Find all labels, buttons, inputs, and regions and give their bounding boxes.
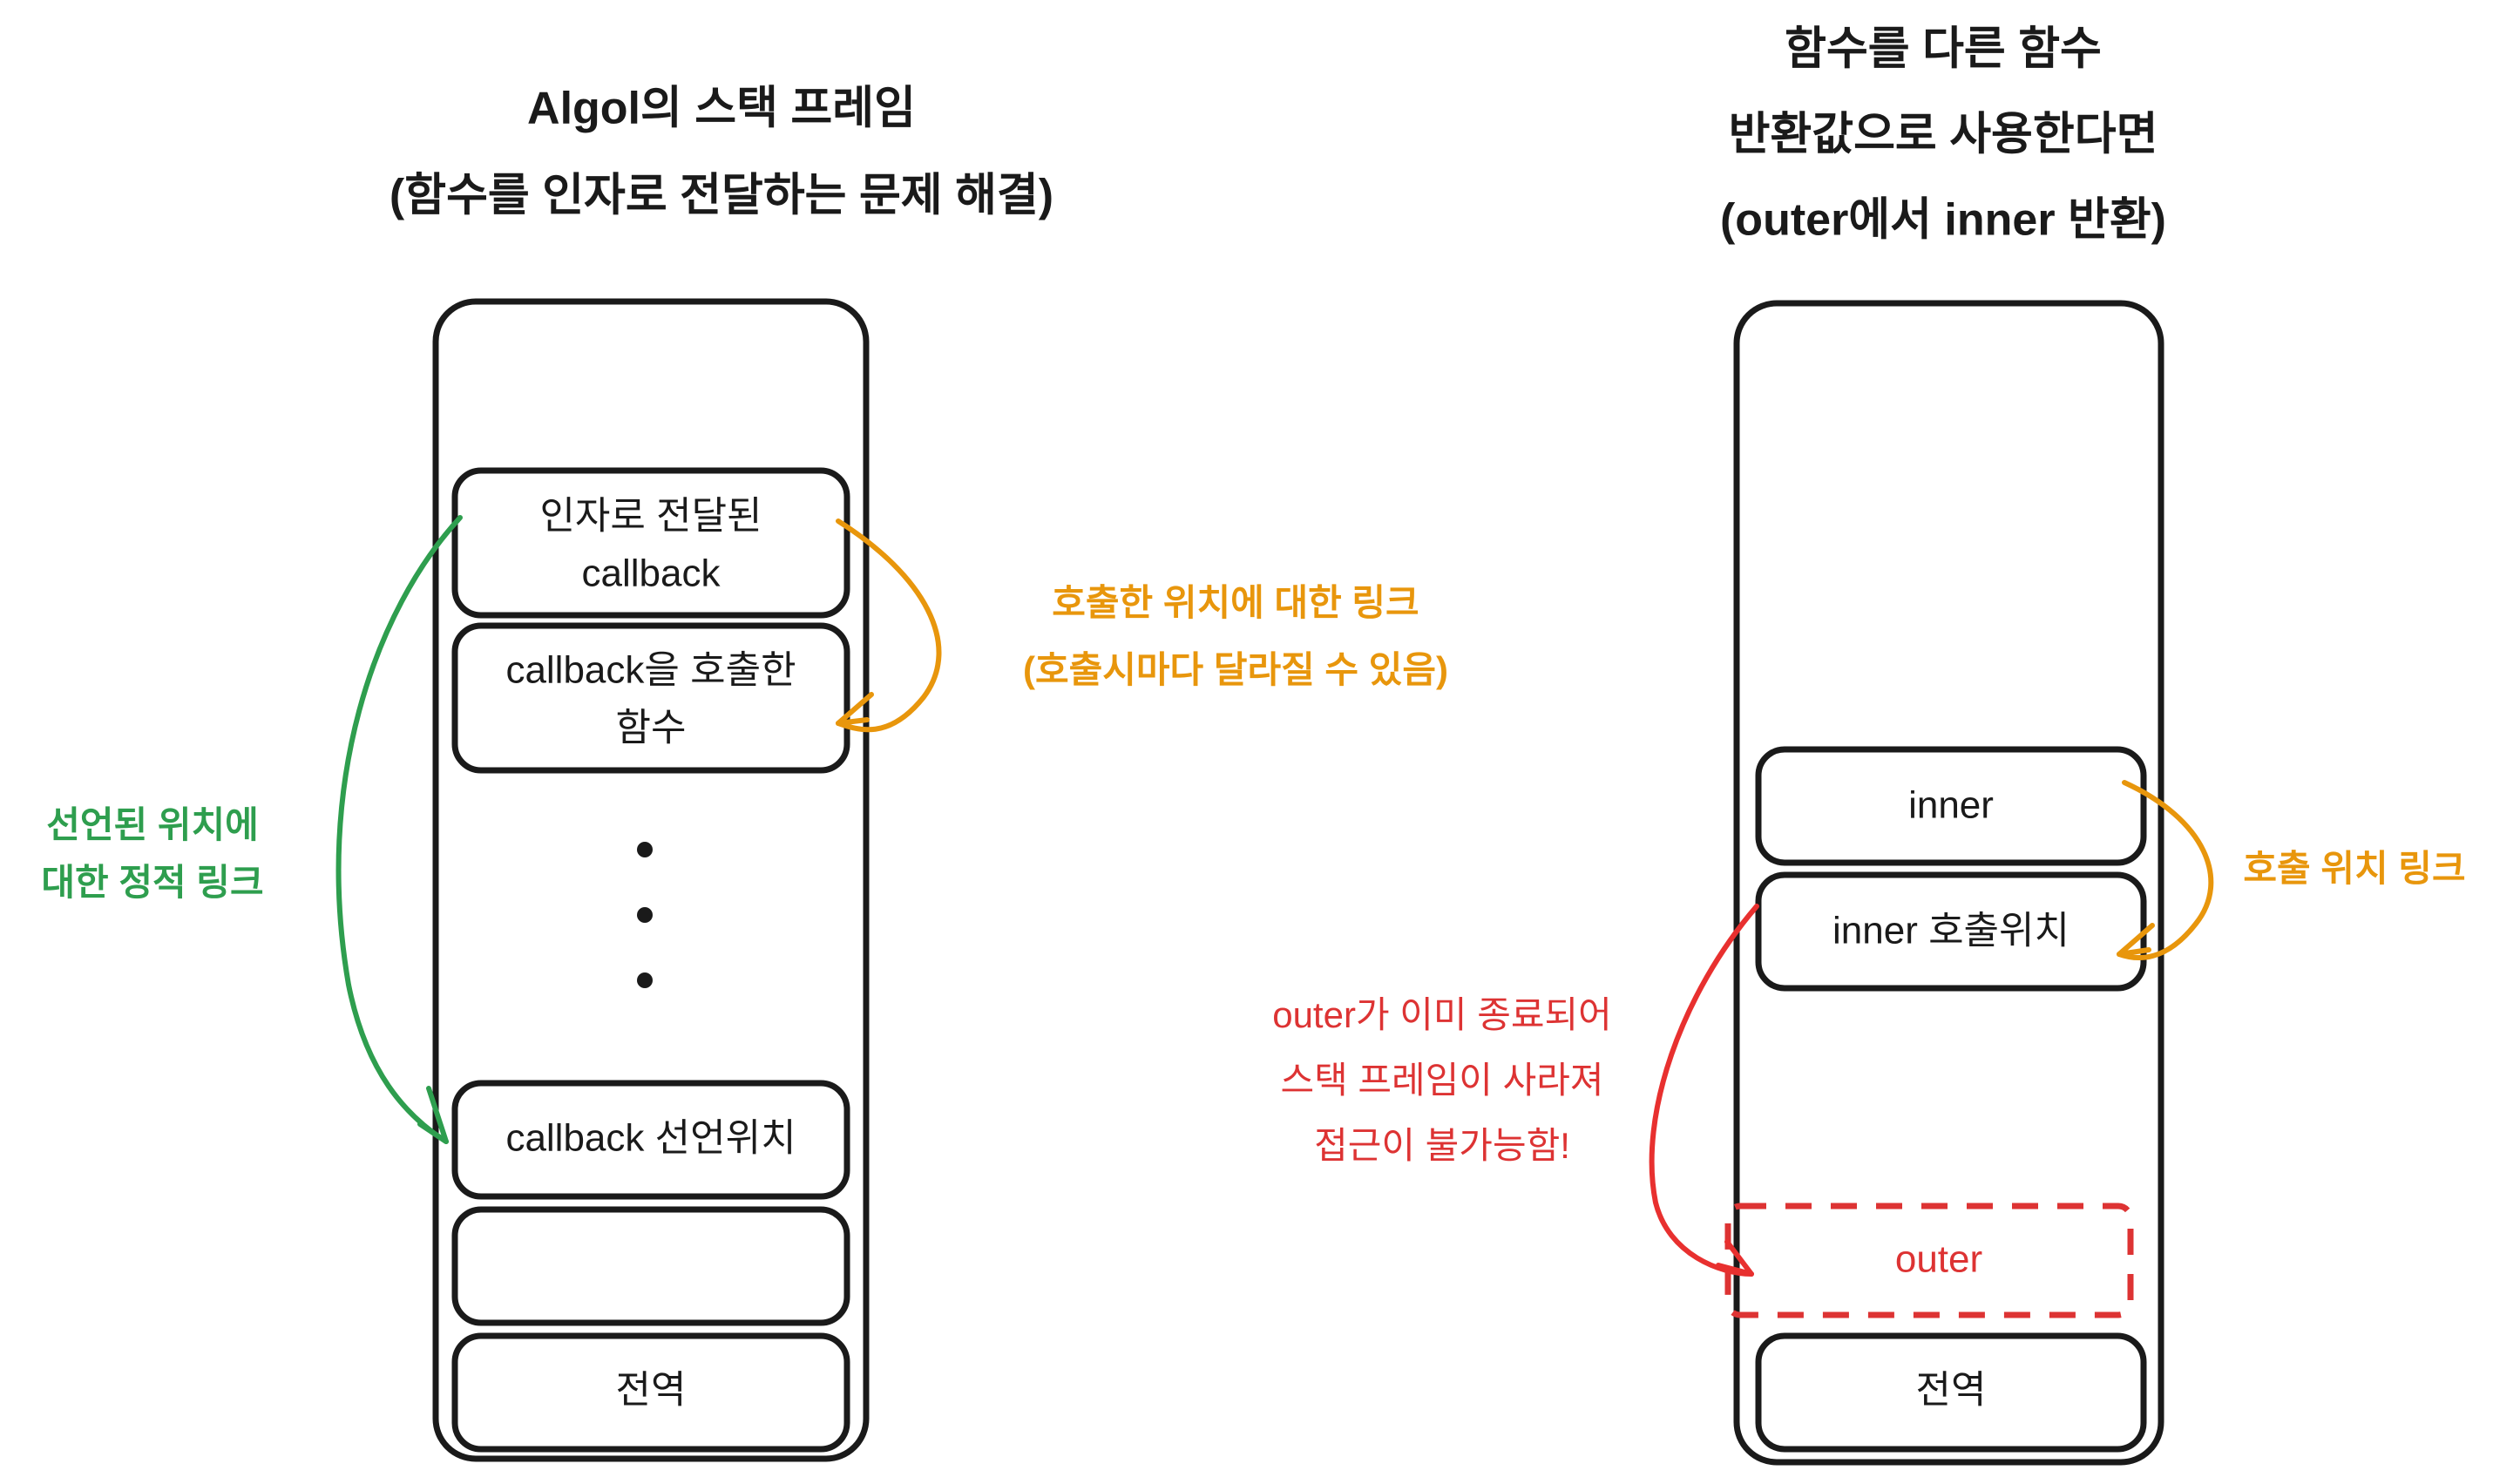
right-slot-outer-box bbox=[1724, 1203, 2134, 1318]
right-slot-global-label: 전역 bbox=[1916, 1369, 1987, 1412]
dangling-reference-annotation-line1: outer가 이미 종료되어 bbox=[1272, 994, 1612, 1035]
left-slot-callback-arg-box bbox=[451, 467, 850, 619]
left-panel-title-line2: (함수를 인자로 전달하는 문제 해결) bbox=[390, 171, 1053, 221]
left-slot-global-label: 전역 bbox=[616, 1369, 687, 1412]
static-link-annotation-line2: 대한 정적 링크 bbox=[41, 862, 263, 903]
left-slot-caller-function-label-line1: callback을 호출한 bbox=[505, 649, 796, 692]
left-slot-caller-function-label-line2: 함수 bbox=[616, 707, 687, 749]
right-panel-title-line3: (outer에서 inner 반환) bbox=[1720, 195, 2166, 246]
dangling-reference-annotation-line3: 접근이 불가능함! bbox=[1314, 1125, 1570, 1166]
dangling-reference-annotation-line2: 스택 프레임이 사라져 bbox=[1280, 1060, 1603, 1101]
left-stack-frame-outline bbox=[432, 298, 870, 1462]
right-slot-inner: inner bbox=[1755, 746, 2147, 866]
left-slot-empty bbox=[451, 1206, 850, 1326]
right-call-site-link-annotation: 호출 위치 링크 bbox=[2243, 848, 2465, 889]
right-panel: 함수를 다른 함수 반환값으로 사용한다면 (outer에서 inner 반환)… bbox=[1272, 24, 2466, 1466]
static-link-arrow-green bbox=[335, 515, 463, 1144]
right-slot-outer: outer bbox=[1724, 1203, 2134, 1318]
left-slot-callback-arg: 인자로 전달된 callback bbox=[451, 467, 850, 619]
left-slot-callback-arg-label-line1: 인자로 전달된 bbox=[539, 495, 762, 538]
right-slot-global: 전역 bbox=[1755, 1332, 2147, 1453]
left-slot-callback-declaration: callback 선언위치 bbox=[451, 1080, 850, 1200]
left-slot-global-box bbox=[451, 1332, 850, 1453]
left-stack-ellipsis-dot-3 bbox=[637, 972, 653, 988]
left-panel: Algol의 스택 프레임 (함수를 인자로 전달하는 문제 해결) 인자로 전… bbox=[41, 84, 1448, 1462]
right-call-site-link-arrow-orange bbox=[2117, 780, 2214, 960]
left-slot-empty-box bbox=[451, 1206, 850, 1326]
call-site-link-annotation-orange: 호출한 위치에 대한 링크 (호출시마다 달라질 수 있음) bbox=[1023, 582, 1448, 690]
dangling-reference-annotation-red: outer가 이미 종료되어 스택 프레임이 사라져 접근이 불가능함! bbox=[1272, 994, 1612, 1166]
left-panel-title-line1: Algol의 스택 프레임 bbox=[527, 84, 916, 134]
right-stack-frame-outline bbox=[1733, 300, 2164, 1466]
right-slot-inner-label: inner bbox=[1908, 784, 1994, 827]
left-slot-callback-declaration-label: callback 선언위치 bbox=[505, 1117, 796, 1160]
left-stack-ellipsis-dot-1 bbox=[637, 842, 653, 857]
left-slot-caller-function-box bbox=[451, 622, 850, 774]
right-slot-inner-box bbox=[1755, 746, 2147, 866]
dangling-reference-arrow-red bbox=[1649, 904, 1759, 1277]
call-site-link-annotation-line1: 호출한 위치에 대한 링크 bbox=[1052, 582, 1419, 623]
right-panel-title-line1: 함수를 다른 함수 bbox=[1785, 24, 2102, 75]
right-slot-global-box bbox=[1755, 1332, 2147, 1453]
call-site-link-arrow-orange bbox=[836, 518, 942, 733]
static-link-annotation-line1: 선언된 위치에 bbox=[46, 804, 259, 845]
right-panel-title-line2: 반환값으로 사용한다면 bbox=[1729, 110, 2158, 160]
right-slot-outer-label: outer bbox=[1895, 1238, 1982, 1281]
left-stack-ellipsis-dot-2 bbox=[637, 907, 653, 923]
left-stack-ellipsis bbox=[637, 842, 653, 988]
right-slot-inner-callsite-label: inner 호출위치 bbox=[1832, 910, 2070, 952]
left-slot-global: 전역 bbox=[451, 1332, 850, 1453]
left-slot-callback-arg-label-line2: callback bbox=[582, 552, 721, 595]
right-slot-inner-callsite: inner 호출위치 bbox=[1755, 871, 2147, 992]
left-slot-callback-declaration-box bbox=[451, 1080, 850, 1200]
call-site-link-annotation-line2: (호출시마다 달라질 수 있음) bbox=[1023, 649, 1448, 690]
static-link-annotation-green: 선언된 위치에 대한 정적 링크 bbox=[41, 804, 263, 903]
left-slot-caller-function: callback을 호출한 함수 bbox=[451, 622, 850, 774]
